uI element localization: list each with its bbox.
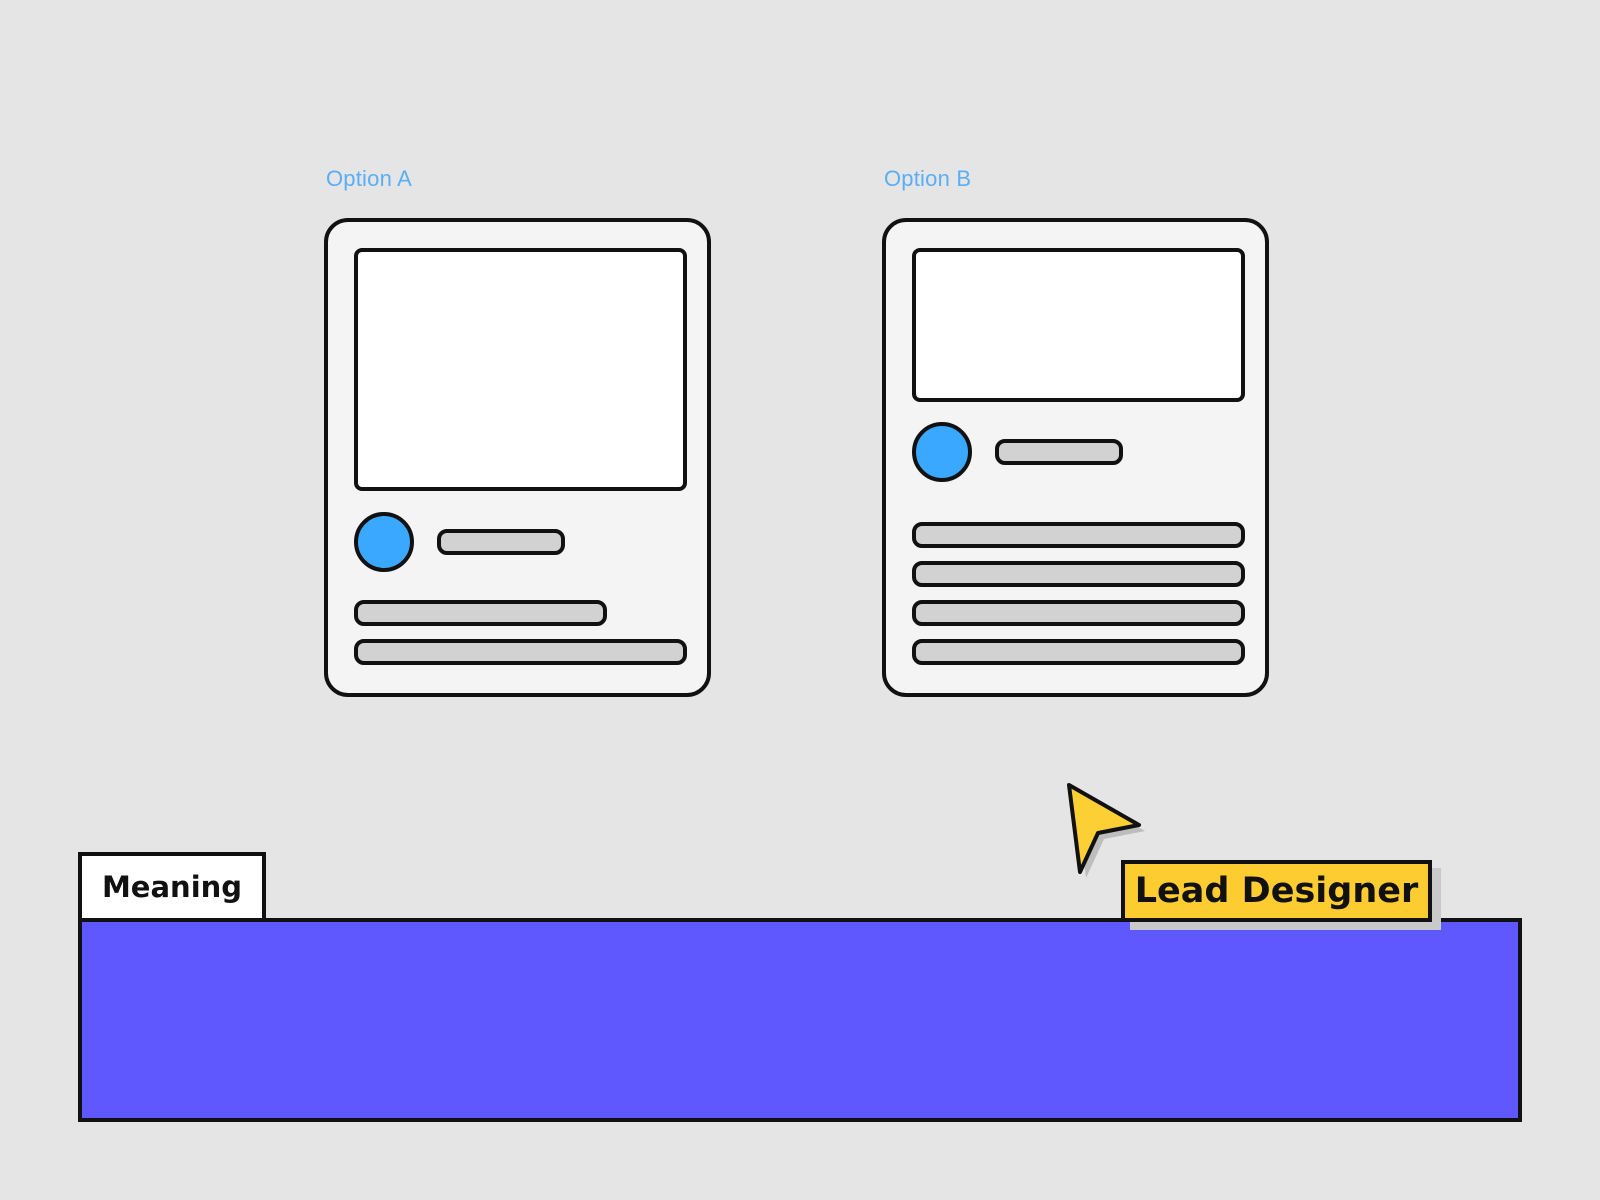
text-line-placeholder <box>354 600 607 626</box>
text-line-placeholder <box>912 561 1245 587</box>
meaning-tag: Meaning <box>78 852 266 922</box>
avatar <box>912 422 972 482</box>
image-placeholder <box>912 248 1245 402</box>
option-b-card[interactable] <box>882 218 1269 697</box>
text-line-placeholder <box>912 522 1245 548</box>
cursor-arrow-icon <box>1067 783 1145 878</box>
image-placeholder <box>354 248 687 491</box>
purple-banner <box>78 918 1522 1122</box>
avatar <box>354 512 414 572</box>
lead-designer-tag: Lead Designer <box>1121 860 1432 922</box>
option-b-label: Option B <box>884 166 972 191</box>
title-bar-placeholder <box>995 439 1123 465</box>
option-a-label: Option A <box>326 166 412 191</box>
text-line-placeholder <box>912 600 1245 626</box>
text-line-placeholder <box>354 639 687 665</box>
text-line-placeholder <box>912 639 1245 665</box>
title-bar-placeholder <box>437 529 565 555</box>
option-a-card[interactable] <box>324 218 711 697</box>
